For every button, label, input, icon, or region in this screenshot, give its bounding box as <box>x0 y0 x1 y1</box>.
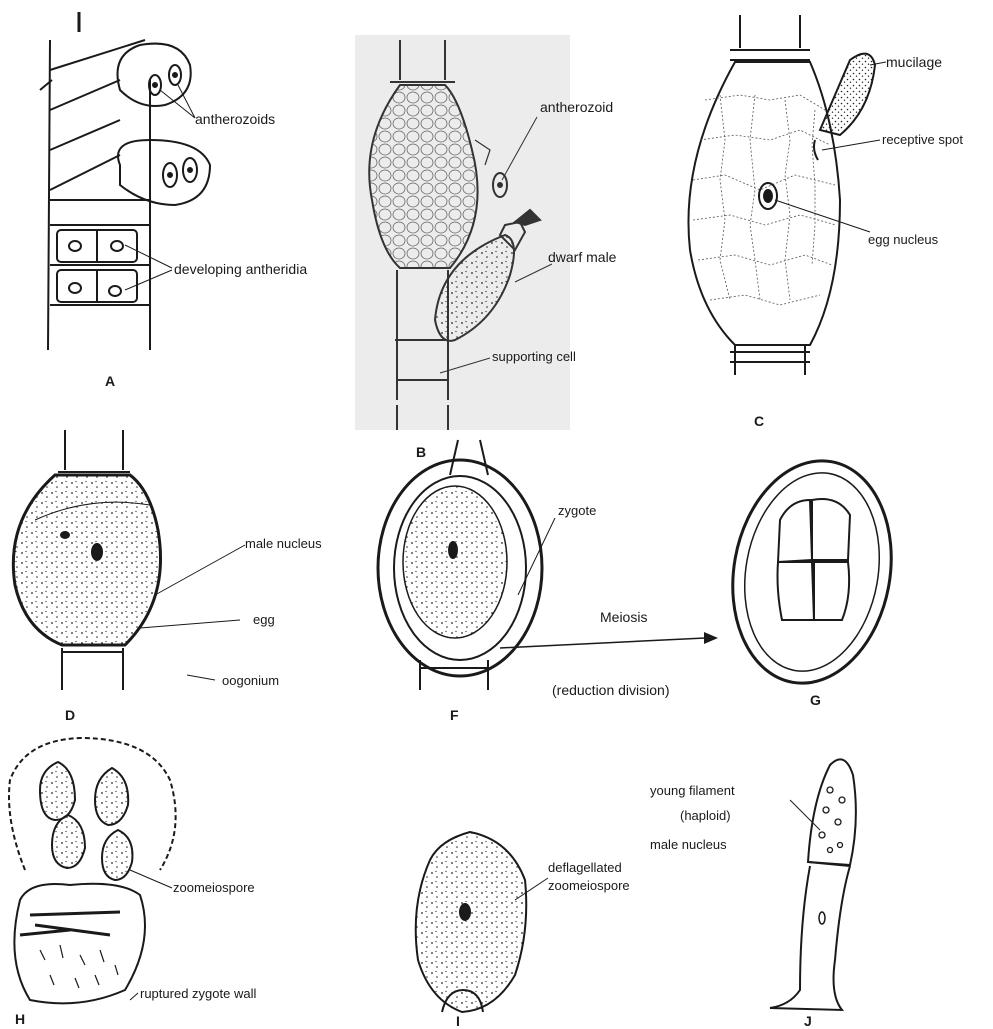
apical-cell-contents <box>819 787 845 853</box>
label-male-nucleus-j: male nucleus <box>650 837 727 852</box>
panel-d-lower-filament <box>62 648 123 690</box>
zygote-nucleus <box>449 542 457 558</box>
ruptured-wall-leader <box>130 993 138 1000</box>
antherozoid-sac <box>118 140 210 205</box>
label-egg: egg <box>253 612 275 627</box>
tetrad-cell <box>812 499 850 560</box>
wall-hatching <box>40 945 118 988</box>
label-dwarf-male: dwarf male <box>548 249 617 265</box>
panel-letter-c: C <box>754 413 764 429</box>
panel-d-upper-filament <box>65 430 123 470</box>
zoomeiospore-cell <box>52 815 85 868</box>
antherozoids-leader <box>160 85 195 118</box>
panel-a-antheridia-cells <box>50 200 150 305</box>
label-oogonium: oogonium <box>222 673 279 688</box>
antherozoid-sac <box>118 44 191 106</box>
label-young-filament: young filament <box>650 783 735 798</box>
label-zygote: zygote <box>558 503 596 518</box>
panel-b <box>355 35 570 430</box>
label-haploid: (haploid) <box>680 808 731 823</box>
tetrad-cell <box>814 562 849 620</box>
young-filament-basal-cell <box>770 866 850 1010</box>
mucilage-blob <box>820 54 875 135</box>
panel-c-lower-filament <box>730 345 810 375</box>
egg-nucleus-leader <box>775 200 870 232</box>
zoomeiospore-cell <box>102 830 132 880</box>
panel-letter-h: H <box>15 1011 25 1027</box>
zygote <box>403 486 507 638</box>
oogonium-c <box>688 62 840 345</box>
label-meiosis: Meiosis <box>600 609 647 625</box>
panel-letter-g: G <box>810 692 821 708</box>
panel-d <box>13 430 245 690</box>
panel-letter-d: D <box>65 707 75 723</box>
zoomeiospore-cell <box>95 768 128 825</box>
panel-a <box>40 40 210 350</box>
label-zoomeiospore: zoomeiospore <box>173 880 255 895</box>
tetrad-cell <box>778 500 812 562</box>
panel-i <box>416 832 548 1012</box>
male-nucleus-d <box>61 532 69 538</box>
panel-g <box>716 448 909 696</box>
oogonium-b <box>369 85 477 268</box>
ruptured-zygote-wall <box>14 884 145 1004</box>
basal-cell-nucleus <box>819 912 825 924</box>
panel-j <box>770 759 856 1010</box>
zoomeiospore-cell <box>40 762 75 820</box>
panel-letter-f: F <box>450 707 459 723</box>
label-deflagellated: deflagellated <box>548 860 622 875</box>
male-nucleus-leader <box>155 545 245 595</box>
antheridium-cell <box>57 270 137 302</box>
arrow-head <box>704 632 718 644</box>
oogonium-leader <box>187 675 215 680</box>
panel-c-upper-filament <box>740 15 800 48</box>
panel-letter-b: B <box>416 444 426 460</box>
antheridium-cell <box>57 230 137 262</box>
zoomeiospore-vesicle <box>9 738 176 870</box>
label-male-nucleus: male nucleus <box>245 536 322 551</box>
zoomeiospore-nucleus <box>460 904 470 920</box>
meiosis-arrow <box>500 632 718 648</box>
panel-letter-a: A <box>105 373 115 389</box>
egg-leader <box>140 620 240 628</box>
label-antherozoid: antherozoid <box>540 99 613 115</box>
panel-c <box>688 15 886 375</box>
label-mucilage: mucilage <box>886 54 942 70</box>
panel-a-cell-septa <box>40 40 145 190</box>
developing-antheridia-leader <box>125 245 172 290</box>
rupture-edge <box>20 912 120 935</box>
panel-h <box>9 738 176 1003</box>
label-antherozoids: antherozoids <box>195 111 275 127</box>
egg-nucleus-d <box>92 544 102 560</box>
panel-f <box>378 440 555 690</box>
panel-letter-j: J <box>804 1013 812 1029</box>
label-egg-nucleus: egg nucleus <box>868 232 939 247</box>
label-supporting-cell: supporting cell <box>492 349 576 364</box>
deflagellated-zoomeiospore <box>416 832 527 1012</box>
label-developing-antheridia: developing antheridia <box>174 261 307 277</box>
receptive-spot-leader <box>822 140 880 150</box>
tetrad-cell <box>778 562 815 620</box>
label-reduction-division: (reduction division) <box>552 682 670 698</box>
panel-f-upper-filament <box>450 440 488 475</box>
label-ruptured-zygote-wall: ruptured zygote wall <box>140 986 256 1001</box>
panel-letter-i: I <box>456 1013 460 1029</box>
zoomeiospore-leader <box>130 870 172 888</box>
panel-c-upper-septum <box>730 50 810 60</box>
label-zoomeiospore-i: zoomeiospore <box>548 878 630 893</box>
receptive-spot-notch <box>814 140 818 160</box>
label-receptive-spot: receptive spot <box>882 132 963 147</box>
oogonium-d <box>13 475 160 645</box>
